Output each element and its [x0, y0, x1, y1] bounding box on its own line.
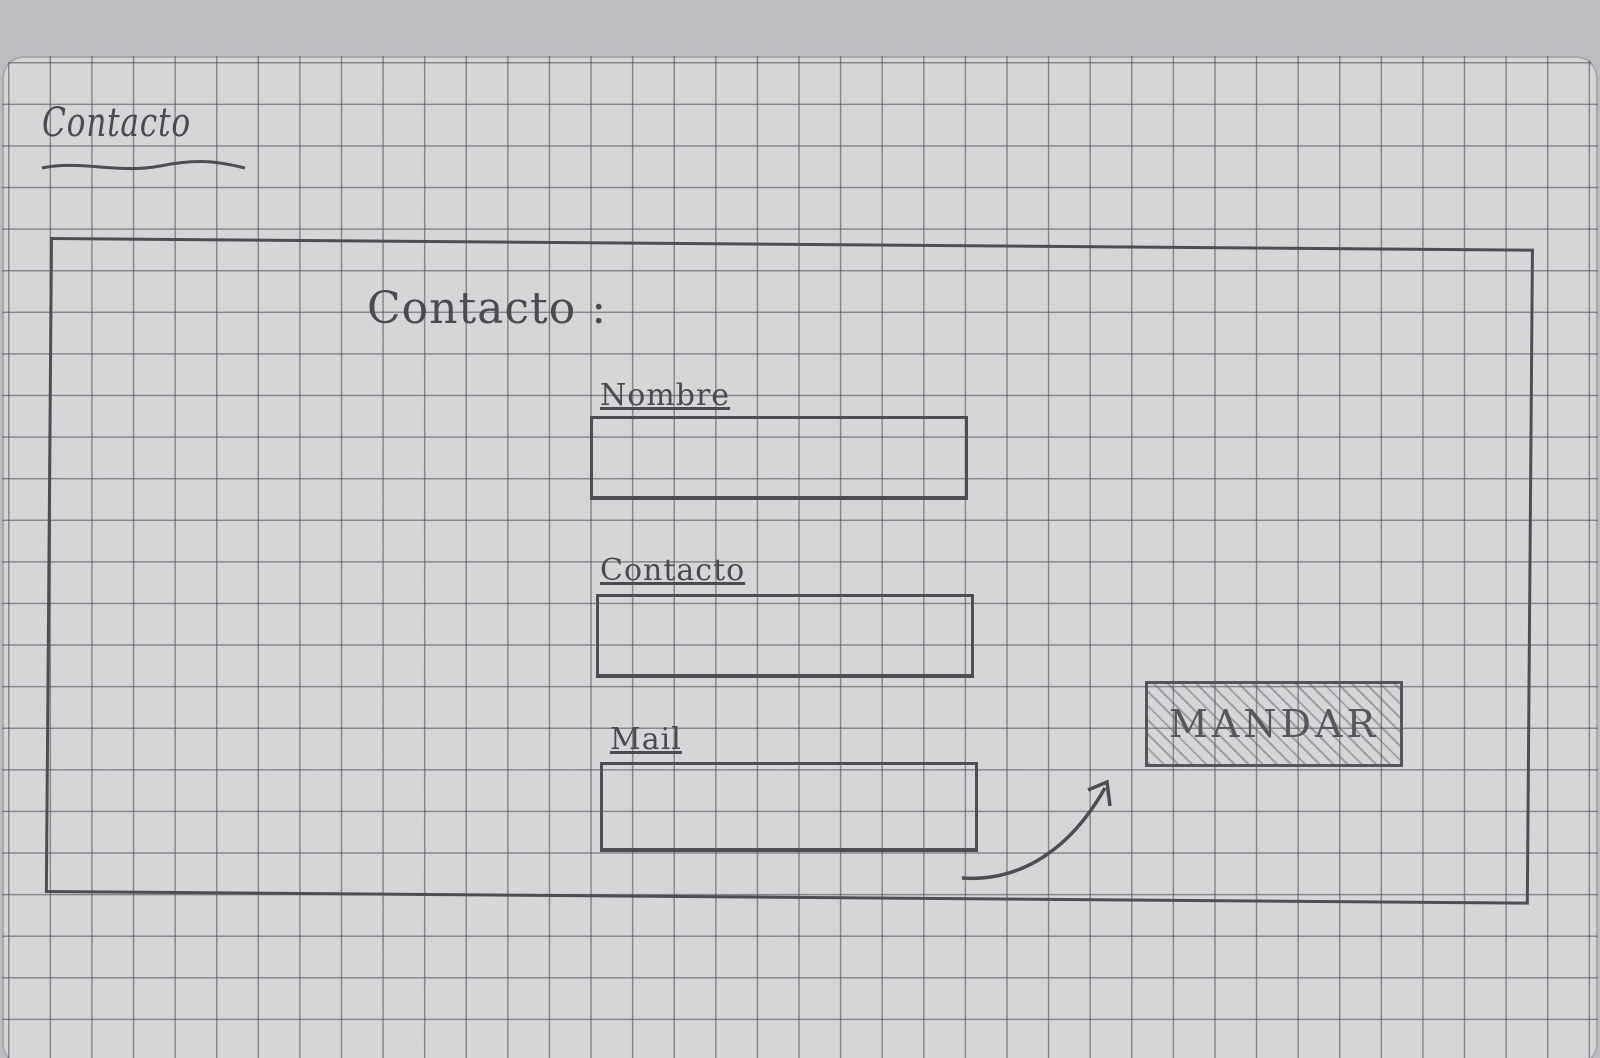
mail-label: Mail [610, 722, 682, 757]
submit-button[interactable]: MANDAR [1145, 681, 1403, 767]
curved-arrow-icon [961, 779, 1112, 881]
name-label: Nombre [600, 378, 731, 413]
name-input[interactable] [590, 416, 968, 500]
contact-label: Contacto [600, 553, 746, 588]
grid-paper [2, 56, 1598, 1058]
form-title: Contacto : [367, 283, 608, 334]
contact-input[interactable] [596, 594, 974, 678]
heading-underline [41, 160, 246, 171]
page-heading: Contacto [42, 100, 191, 146]
mail-input[interactable] [600, 762, 978, 852]
